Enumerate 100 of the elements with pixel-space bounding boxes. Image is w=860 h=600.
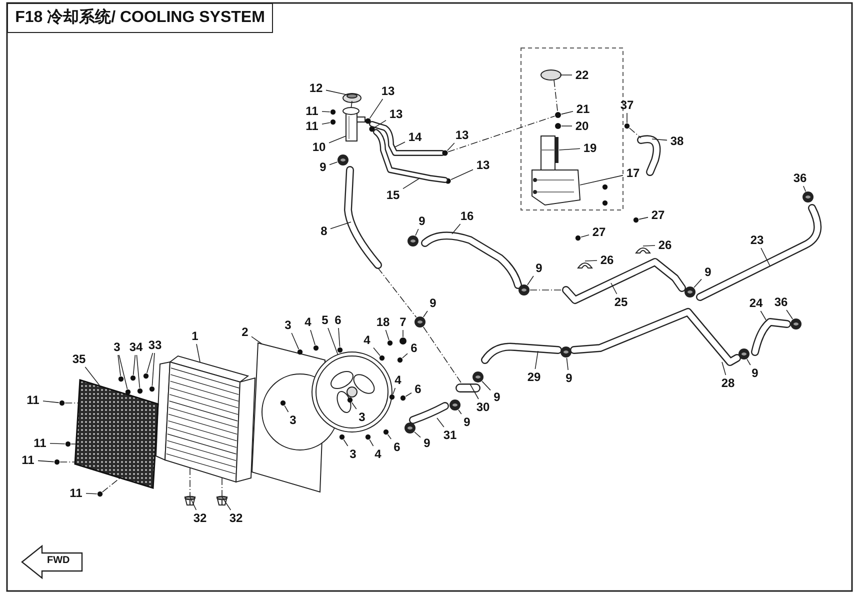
hose	[373, 129, 448, 183]
bolt	[387, 340, 393, 346]
leader-line	[330, 222, 352, 230]
bolt	[118, 376, 124, 382]
callout-number: 3	[112, 340, 122, 354]
leader-line	[694, 278, 702, 288]
bolt	[365, 434, 371, 440]
radiator-cap	[342, 93, 362, 103]
leader-line	[310, 330, 316, 346]
leader-line	[132, 354, 136, 376]
callout-number: 38	[668, 134, 686, 148]
leader-line	[394, 142, 406, 148]
hose-clamp	[802, 192, 814, 202]
leader-line	[328, 328, 338, 356]
hose	[409, 402, 449, 424]
hose-clamp	[414, 316, 426, 328]
leader-line	[118, 354, 128, 390]
callout-number: 33	[146, 338, 164, 352]
leader-line	[580, 174, 624, 186]
leader-line	[638, 216, 648, 220]
bolt	[575, 235, 581, 241]
leader-line	[369, 98, 384, 119]
bolt	[337, 347, 343, 353]
callout-number: 13	[453, 128, 471, 142]
leader-line	[284, 405, 289, 412]
seal-ring	[555, 112, 561, 118]
callout-number: 20	[573, 119, 591, 133]
callout-number: 13	[387, 107, 405, 121]
bolt	[143, 373, 149, 379]
grommet	[184, 496, 196, 506]
callout-number: 10	[310, 140, 328, 154]
hose-clip	[636, 248, 650, 254]
bolt	[54, 459, 60, 465]
leader-line	[626, 112, 628, 124]
callout-number: 13	[379, 84, 397, 98]
leader-line	[423, 310, 428, 318]
leader-line	[118, 354, 121, 376]
callout-number: 27	[649, 208, 667, 222]
leader-line	[566, 358, 568, 370]
leader-line	[652, 138, 668, 141]
hose	[751, 318, 791, 356]
bolt	[397, 357, 403, 363]
callout-number: 6	[408, 341, 420, 355]
leader-line	[146, 352, 154, 374]
callout-number: 5	[320, 313, 330, 327]
callout-number: 9	[462, 415, 472, 429]
assembly-line	[554, 80, 558, 112]
assembly-line	[102, 478, 120, 492]
bolt	[65, 441, 71, 447]
filler-neck	[342, 107, 366, 142]
hose-clamp	[790, 318, 802, 330]
leader-line	[328, 136, 346, 144]
leader-line	[190, 496, 197, 510]
direction-label: FWD	[47, 555, 70, 567]
callout-number: 11	[19, 453, 37, 467]
bolt	[137, 388, 143, 394]
leader-line	[534, 350, 538, 370]
connector	[400, 338, 406, 344]
leader-line	[436, 418, 444, 428]
leader-line	[84, 366, 100, 386]
callout-number: 9	[534, 261, 544, 275]
callout-number: 37	[618, 98, 636, 112]
leader-line	[786, 310, 793, 320]
bolt	[313, 345, 319, 351]
hose	[456, 384, 480, 392]
hose-clamp	[738, 348, 750, 360]
hose	[344, 166, 382, 269]
assembly-line	[448, 116, 556, 152]
bolt	[97, 491, 103, 497]
bolt	[330, 119, 336, 125]
hose	[369, 121, 445, 156]
leader-line	[722, 362, 726, 376]
hose-clamp	[450, 400, 460, 410]
leader-line	[392, 388, 396, 394]
callout-number: 1	[190, 329, 200, 343]
leader-line	[584, 260, 598, 262]
callout-number: 27	[590, 225, 608, 239]
leader-line	[746, 358, 751, 366]
callout-number: 6	[392, 440, 402, 454]
callout-number: 26	[656, 238, 674, 252]
radiator-drawing	[155, 355, 256, 483]
leader-line	[760, 310, 766, 320]
leader-line	[373, 347, 380, 356]
leader-line	[402, 330, 404, 338]
callout-number: 3	[288, 413, 298, 427]
bolt	[383, 429, 389, 435]
callout-number: 22	[573, 68, 591, 82]
title: F18 冷却系统/ COOLING SYSTEM	[7, 3, 273, 33]
callout-number: 4	[372, 447, 384, 461]
leader-line	[50, 443, 66, 444]
callout-number: 16	[458, 209, 476, 223]
bolt	[59, 400, 65, 406]
callout-number: 9	[564, 371, 574, 385]
leader-line	[385, 330, 390, 340]
coolant-reservoir	[532, 136, 581, 206]
callout-number: 7	[398, 315, 408, 329]
leader-line	[351, 402, 357, 410]
hose-clamp	[408, 236, 418, 246]
assembly-line	[629, 128, 642, 138]
bolt	[389, 394, 395, 400]
